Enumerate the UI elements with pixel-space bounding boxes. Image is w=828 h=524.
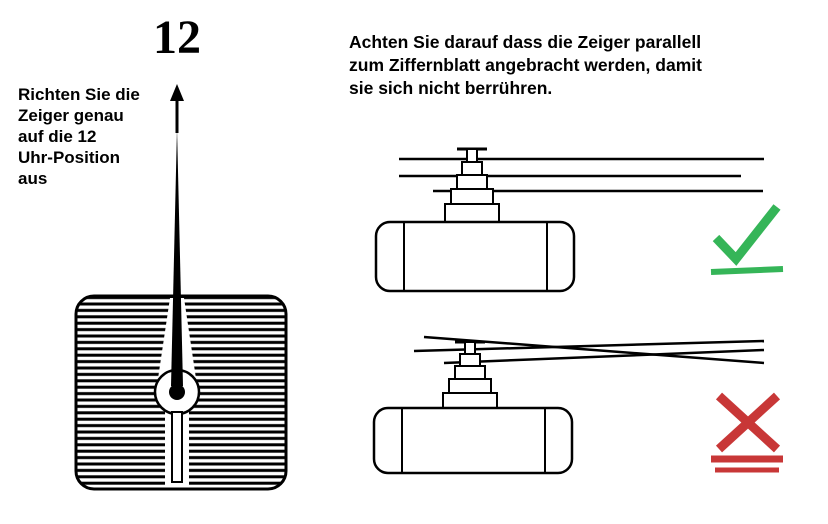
parallel-instruction-text: Achten Sie darauf dass die Zeiger parall… bbox=[349, 31, 702, 100]
instruction-line: Uhr-Position bbox=[18, 148, 120, 167]
clock-movement-front bbox=[74, 128, 288, 491]
check-icon bbox=[710, 204, 784, 275]
x-icon bbox=[711, 392, 783, 473]
twelve-label: 12 bbox=[153, 11, 201, 64]
instruction-line: zum Ziffernblatt angebracht werden, dami… bbox=[349, 55, 702, 75]
up-arrow-icon bbox=[170, 84, 184, 133]
incorrect-mounting-diagram bbox=[372, 335, 765, 475]
instruction-line: Zeiger genau bbox=[18, 106, 124, 125]
correct-mounting-diagram bbox=[374, 147, 764, 293]
align-instruction-text: Richten Sie die Zeiger genau auf die 12 … bbox=[18, 84, 140, 189]
instruction-line: Achten Sie darauf dass die Zeiger parall… bbox=[349, 32, 702, 52]
instruction-line: Richten Sie die bbox=[18, 85, 140, 104]
instruction-line: auf die 12 bbox=[18, 127, 97, 146]
instruction-line: aus bbox=[18, 169, 48, 188]
instruction-line: sie sich nicht berrühren. bbox=[349, 78, 553, 98]
